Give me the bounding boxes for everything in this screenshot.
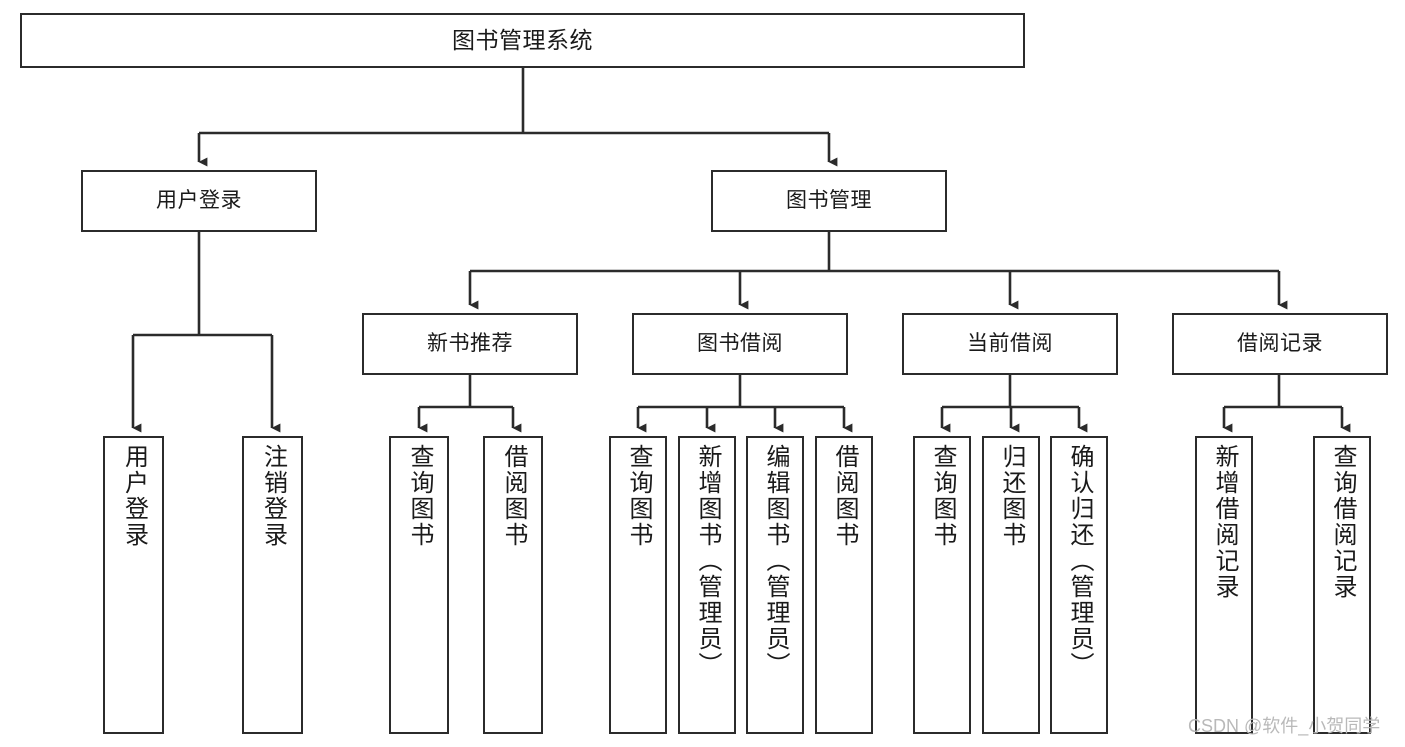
node-label: 借阅图书 <box>831 444 858 548</box>
node-label: 用户登录 <box>156 189 242 213</box>
node-label: 归还图书 <box>998 444 1025 548</box>
node-current-borrow[interactable]: 当前借阅 <box>902 313 1118 375</box>
node-leaf-add-record[interactable]: 新增借阅记录 <box>1195 436 1253 734</box>
node-label: 查询图书 <box>625 444 652 548</box>
node-leaf-query-record[interactable]: 查询借阅记录 <box>1313 436 1371 734</box>
node-label: 用户登录 <box>120 444 148 548</box>
node-leaf-edit-book[interactable]: 编辑图书（管理员） <box>746 436 804 734</box>
node-book-management-system[interactable]: 图书管理系统 <box>20 13 1025 68</box>
node-label: 新增借阅记录 <box>1211 444 1238 600</box>
node-label: 查询图书 <box>406 444 433 548</box>
node-label: 新书推荐 <box>427 332 513 356</box>
node-label: 图书管理系统 <box>452 26 593 53</box>
node-leaf-confirm-return[interactable]: 确认归还（管理员） <box>1050 436 1108 734</box>
node-book-manage[interactable]: 图书管理 <box>711 170 947 232</box>
node-book-borrow[interactable]: 图书借阅 <box>632 313 848 375</box>
node-label: 新增图书（管理员） <box>694 444 721 678</box>
node-label: 当前借阅 <box>967 332 1053 356</box>
node-label: 借阅记录 <box>1237 332 1323 356</box>
node-leaf-query-book-3[interactable]: 查询图书 <box>913 436 971 734</box>
node-leaf-user-login[interactable]: 用户登录 <box>103 436 164 734</box>
node-label: 借阅图书 <box>500 444 527 548</box>
node-leaf-query-book-1[interactable]: 查询图书 <box>389 436 449 734</box>
node-leaf-add-book[interactable]: 新增图书（管理员） <box>678 436 736 734</box>
node-borrow-record[interactable]: 借阅记录 <box>1172 313 1388 375</box>
node-user-login[interactable]: 用户登录 <box>81 170 317 232</box>
node-label: 注销登录 <box>259 444 287 548</box>
node-leaf-query-book-2[interactable]: 查询图书 <box>609 436 667 734</box>
node-leaf-logout-login[interactable]: 注销登录 <box>242 436 303 734</box>
node-label: 图书借阅 <box>697 332 783 356</box>
node-label: 图书管理 <box>786 189 872 213</box>
node-leaf-return-book[interactable]: 归还图书 <box>982 436 1040 734</box>
node-label: 查询借阅记录 <box>1329 444 1356 600</box>
node-leaf-borrow-book-2[interactable]: 借阅图书 <box>815 436 873 734</box>
node-label: 编辑图书（管理员） <box>762 444 789 678</box>
node-label: 确认归还（管理员） <box>1066 444 1093 678</box>
node-leaf-borrow-book-1[interactable]: 借阅图书 <box>483 436 543 734</box>
node-label: 查询图书 <box>929 444 956 548</box>
node-new-book-recommend[interactable]: 新书推荐 <box>362 313 578 375</box>
